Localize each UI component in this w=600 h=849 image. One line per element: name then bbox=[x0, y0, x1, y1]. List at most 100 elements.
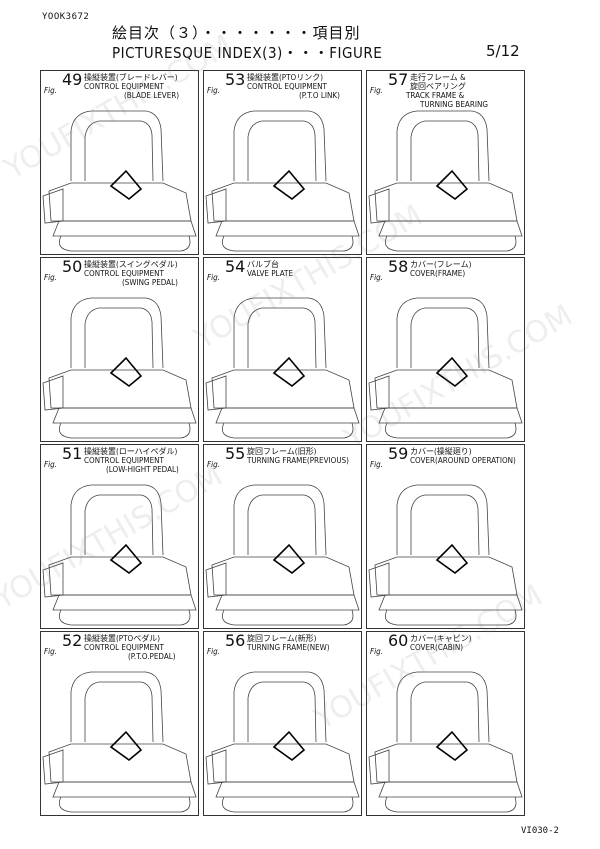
excavator-illustration bbox=[42, 110, 197, 252]
track-frame-illustration bbox=[368, 110, 523, 252]
line-art bbox=[205, 110, 360, 252]
excavator-illustration bbox=[205, 297, 360, 439]
fig-number: 60 bbox=[388, 631, 409, 650]
highlighted-part bbox=[272, 543, 306, 575]
caption-japanese: 旋回フレーム(新形) bbox=[247, 634, 317, 643]
caption-japanese: 旋回フレーム(旧形) bbox=[247, 447, 317, 456]
figure-cell-50[interactable]: Fig. 50 操縦装置(スイングペダル) CONTROL EQUIPMENT … bbox=[40, 257, 199, 442]
caption-japanese-2: 旋回ベアリング bbox=[410, 82, 466, 91]
line-art bbox=[42, 484, 197, 626]
caption-english: CONTROL EQUIPMENT bbox=[247, 82, 327, 91]
cabin-cover-illustration bbox=[368, 671, 523, 813]
turning-frame-illustration bbox=[205, 484, 360, 626]
page-number: 5/12 bbox=[486, 42, 520, 60]
figure-cell-54[interactable]: Fig. 54 バルブ台 VALVE PLATE bbox=[203, 257, 362, 442]
caption-english: CONTROL EQUIPMENT bbox=[84, 269, 164, 278]
excavator-illustration bbox=[42, 671, 197, 813]
caption-english: CONTROL EQUIPMENT bbox=[84, 643, 164, 652]
highlighted-part bbox=[272, 730, 306, 762]
excavator-illustration bbox=[205, 110, 360, 252]
figure-grid: Fig. 49 操縦装置(ブレードレバー) CONTROL EQUIPMENT … bbox=[40, 70, 525, 816]
caption-japanese: バルブ台 bbox=[247, 260, 279, 269]
fig-label: Fig. bbox=[44, 460, 57, 469]
fig-label: Fig. bbox=[207, 647, 220, 656]
figure-cell-53[interactable]: Fig. 53 操縦装置(PTOリンク) CONTROL EQUIPMENT (… bbox=[203, 70, 362, 255]
excavator-illustration bbox=[42, 297, 197, 439]
figure-cell-57[interactable]: Fig. 57 走行フレーム & 旋回ベアリング TRACK FRAME & T… bbox=[366, 70, 525, 255]
caption-japanese: 操縦装置(PTOペダル) bbox=[84, 634, 161, 643]
figure-cell-51[interactable]: Fig. 51 操縦装置(ローハイペダル) CONTROL EQUIPMENT … bbox=[40, 444, 199, 629]
line-art bbox=[368, 484, 523, 626]
fig-label: Fig. bbox=[370, 460, 383, 469]
fig-number: 49 bbox=[62, 70, 83, 89]
highlighted-part bbox=[109, 543, 143, 575]
line-art bbox=[42, 671, 197, 813]
caption-english: COVER(FRAME) bbox=[410, 269, 466, 278]
line-art bbox=[205, 484, 360, 626]
caption-english: COVER(CABIN) bbox=[410, 643, 464, 652]
cover-illustration bbox=[368, 484, 523, 626]
page-title-japanese: 絵目次（３）・・・・・・・項目別 bbox=[112, 24, 361, 42]
figure-cell-49[interactable]: Fig. 49 操縦装置(ブレードレバー) CONTROL EQUIPMENT … bbox=[40, 70, 199, 255]
fig-number: 51 bbox=[62, 444, 83, 463]
highlighted-part bbox=[435, 543, 469, 575]
caption-english: TRACK FRAME & bbox=[406, 91, 465, 100]
highlighted-part bbox=[272, 169, 306, 201]
fig-number: 54 bbox=[225, 257, 246, 276]
fig-label: Fig. bbox=[44, 86, 57, 95]
caption-sub: (SWING PEDAL) bbox=[122, 278, 178, 287]
document-code: YOOK3672 bbox=[42, 12, 90, 22]
figure-cell-58[interactable]: Fig. 58 カバー(フレーム) COVER(FRAME) bbox=[366, 257, 525, 442]
caption-english-2: TURNING BEARING bbox=[420, 100, 488, 109]
fig-label: Fig. bbox=[207, 460, 220, 469]
line-art bbox=[42, 297, 197, 439]
excavator-illustration bbox=[42, 484, 197, 626]
line-art bbox=[368, 671, 523, 813]
caption-english: COVER(AROUND OPERATION) bbox=[410, 456, 516, 465]
caption-japanese: 走行フレーム & bbox=[410, 73, 466, 82]
fig-number: 56 bbox=[225, 631, 246, 650]
fig-number: 50 bbox=[62, 257, 83, 276]
fig-label: Fig. bbox=[370, 647, 383, 656]
figure-cell-59[interactable]: Fig. 59 カバー(操縦廻り) COVER(AROUND OPERATION… bbox=[366, 444, 525, 629]
caption-japanese: 操縦装置(ローハイペダル) bbox=[84, 447, 178, 456]
caption-english: CONTROL EQUIPMENT bbox=[84, 82, 164, 91]
caption-japanese: 操縦装置(ブレードレバー) bbox=[84, 73, 178, 82]
caption-japanese: 操縦装置(スイングペダル) bbox=[84, 260, 178, 269]
fig-number: 58 bbox=[388, 257, 409, 276]
fig-number: 52 bbox=[62, 631, 83, 650]
caption-english: TURNING FRAME(PREVIOUS) bbox=[247, 456, 349, 465]
figure-cell-55[interactable]: Fig. 55 旋回フレーム(旧形) TURNING FRAME(PREVIOU… bbox=[203, 444, 362, 629]
line-art bbox=[368, 297, 523, 439]
line-art bbox=[205, 671, 360, 813]
caption-sub: (P.T.O.PEDAL) bbox=[128, 652, 176, 661]
page-title-english: PICTURESQUE INDEX(3)・・・FIGURE bbox=[112, 44, 383, 62]
fig-number: 57 bbox=[388, 70, 409, 89]
line-art bbox=[42, 110, 197, 252]
highlighted-part bbox=[109, 356, 143, 388]
caption-english: VALVE PLATE bbox=[247, 269, 293, 278]
fig-label: Fig. bbox=[207, 273, 220, 282]
caption-japanese: カバー(操縦廻り) bbox=[410, 447, 472, 456]
highlighted-part bbox=[435, 730, 469, 762]
caption-japanese: カバー(フレーム) bbox=[410, 260, 472, 269]
figure-cell-52[interactable]: Fig. 52 操縦装置(PTOペダル) CONTROL EQUIPMENT (… bbox=[40, 631, 199, 816]
caption-japanese: 操縦装置(PTOリンク) bbox=[247, 73, 324, 82]
cover-illustration bbox=[368, 297, 523, 439]
fig-number: 55 bbox=[225, 444, 246, 463]
fig-label: Fig. bbox=[370, 86, 383, 95]
highlighted-part bbox=[435, 356, 469, 388]
figure-cell-60[interactable]: Fig. 60 カバー(キャビン) COVER(CABIN) bbox=[366, 631, 525, 816]
line-art bbox=[205, 297, 360, 439]
caption-english: CONTROL EQUIPMENT bbox=[84, 456, 164, 465]
caption-sub: (LOW-HIGHT PEDAL) bbox=[106, 465, 179, 474]
fig-label: Fig. bbox=[44, 647, 57, 656]
fig-number: 59 bbox=[388, 444, 409, 463]
fig-label: Fig. bbox=[370, 273, 383, 282]
highlighted-part bbox=[109, 169, 143, 201]
figure-cell-56[interactable]: Fig. 56 旋回フレーム(新形) TURNING FRAME(NEW) bbox=[203, 631, 362, 816]
footer-code: VI030-2 bbox=[521, 826, 559, 836]
caption-sub: (P.T.O LINK) bbox=[299, 91, 340, 100]
line-art bbox=[368, 110, 523, 252]
caption-japanese: カバー(キャビン) bbox=[410, 634, 472, 643]
